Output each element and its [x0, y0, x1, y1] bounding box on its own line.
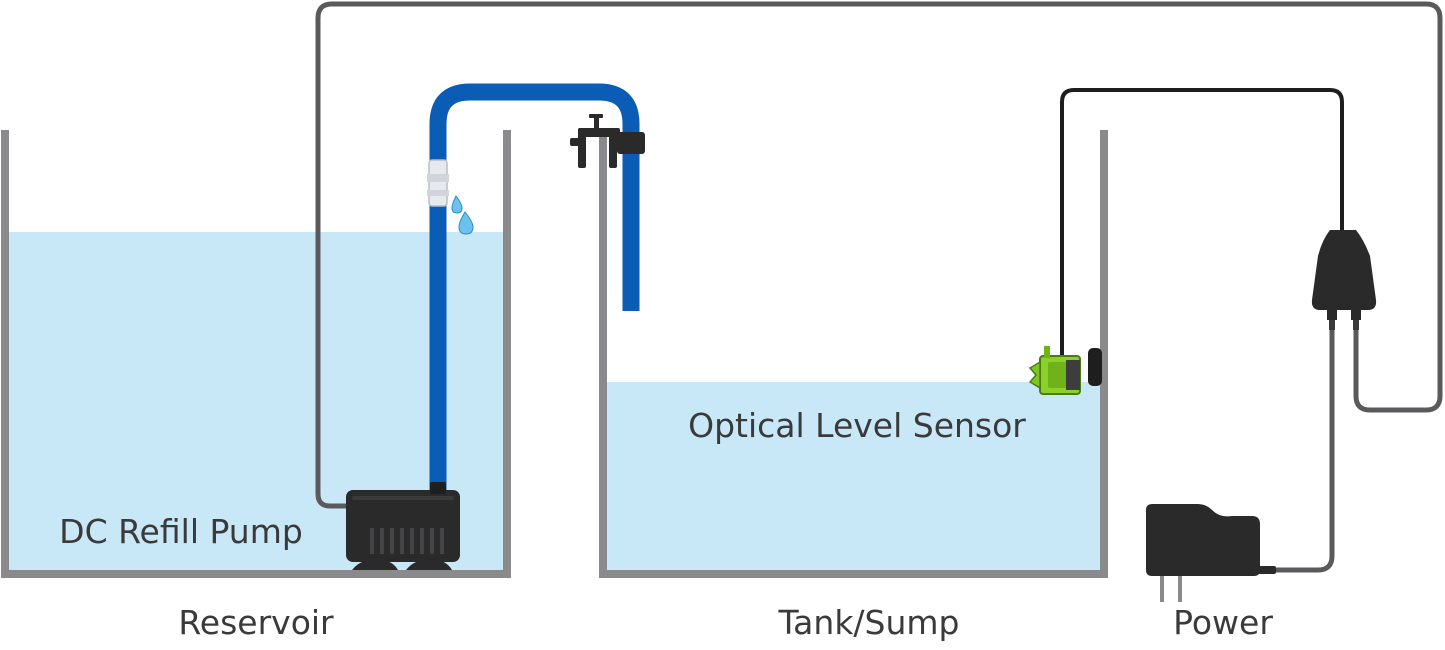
refill-tube — [429, 83, 640, 490]
reservoir-tank — [1, 130, 511, 578]
power-label: Power — [1173, 603, 1273, 642]
check-valve-icon — [427, 159, 449, 207]
power-adapter-icon — [1146, 504, 1276, 602]
sump-walls — [599, 130, 1108, 578]
sump-water — [607, 382, 1100, 571]
water-droplet-icon — [451, 195, 474, 235]
tube-clip-icon — [570, 114, 645, 168]
pump-cable — [315, 1, 1443, 509]
reservoir-walls — [1, 130, 511, 578]
sensor-cable — [1060, 88, 1344, 360]
optical-level-sensor-icon — [1028, 346, 1102, 395]
controller-hub-icon — [1311, 230, 1377, 330]
optical-level-sensor-label: Optical Level Sensor — [688, 406, 1026, 445]
dc-refill-pump-label: DC Refill Pump — [59, 512, 303, 551]
reservoir-label: Reservoir — [178, 603, 334, 642]
power-cable — [1274, 320, 1335, 573]
dc-refill-pump-icon — [346, 482, 460, 570]
tank-sump — [599, 130, 1108, 578]
tank-sump-label: Tank/Sump — [777, 603, 959, 642]
